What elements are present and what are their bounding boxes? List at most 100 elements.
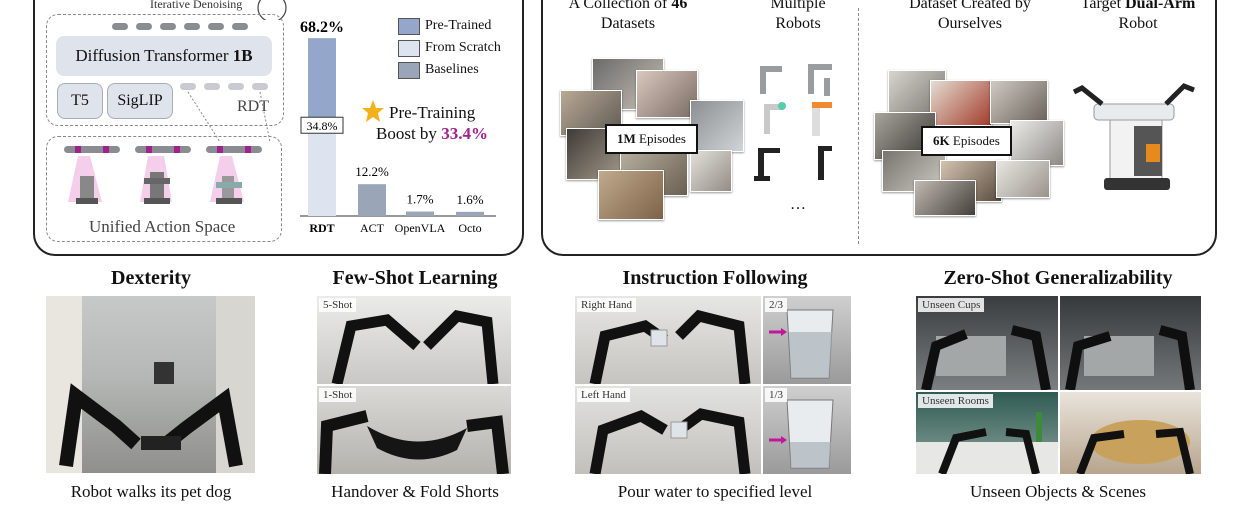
- robot-arm-icons: [68, 156, 244, 204]
- boost-prefix: Boost by: [376, 124, 442, 143]
- episodes-6k-count: 6K: [933, 133, 950, 148]
- token: [180, 83, 196, 90]
- unseen-cups-photo-2: [1060, 296, 1201, 390]
- multiple-line1: Multiple: [770, 0, 826, 12]
- legend-swatch-scratch: [398, 40, 420, 57]
- left-hand-photo: Left Hand: [575, 386, 761, 474]
- connector-lines: [187, 91, 271, 143]
- token: [208, 23, 224, 30]
- star-icon: [362, 100, 384, 122]
- label-box-rdt-scratch: [300, 116, 344, 134]
- episodes-6k-badge: 6K Episodes: [921, 126, 1012, 156]
- loop-arrow-icon: [257, 0, 287, 20]
- one-shot-tag: 1-Shot: [319, 388, 357, 402]
- created-line2: Ourselves: [938, 15, 1002, 32]
- created-heading: Dataset Created by Ourselves: [885, 0, 1055, 34]
- category-rdt: RDT: [309, 221, 334, 235]
- t5-encoder: T5: [57, 83, 103, 119]
- legend-pretrained: Pre-Trained: [425, 18, 492, 33]
- episodes-6k-label: Episodes: [949, 133, 1000, 148]
- unseen-cups-photo-1: Unseen Cups: [916, 296, 1058, 390]
- dexterity-caption: Robot walks its pet dog: [70, 482, 232, 501]
- level-1-3-photo: 1/3: [763, 386, 851, 474]
- legend-scratch: From Scratch: [425, 40, 501, 55]
- rdt-label: RDT: [237, 98, 269, 115]
- zero-shot-title: Zero-Shot Generalizability: [943, 267, 1173, 289]
- target-prefix: Target: [1080, 0, 1126, 12]
- multiple-robots-heading: Multiple Robots: [748, 0, 848, 34]
- label-openvla: 1.7%: [406, 192, 433, 207]
- right-hand-tag: Right Hand: [577, 298, 637, 312]
- bar-octo: [456, 211, 484, 216]
- unseen-cups-tag: Unseen Cups: [918, 298, 985, 312]
- legend-swatch-pretrained: [398, 18, 420, 35]
- legend-baselines: Baselines: [425, 62, 479, 77]
- category-openvla: OpenVLA: [395, 221, 446, 235]
- category-act: ACT: [360, 221, 385, 235]
- bar-rdt-pretrained: [308, 38, 336, 126]
- zero-shot-caption: Unseen Objects & Scenes: [969, 482, 1147, 501]
- collection-heading: A Collection of 46 Datasets: [548, 0, 708, 34]
- token: [252, 83, 268, 90]
- episodes-1m-count: 1M: [617, 131, 636, 146]
- diffusion-transformer-block: Diffusion Transformer 1B: [56, 36, 272, 76]
- instruction-caption: Pour water to specified level: [617, 482, 813, 501]
- target-bold: Dual-Arm: [1125, 0, 1196, 12]
- five-shot-tag: 5-Shot: [319, 298, 357, 312]
- transformer-size: 1B: [232, 46, 253, 65]
- one-third-tag: 1/3: [765, 388, 788, 402]
- transformer-label: Diffusion Transformer: [75, 46, 233, 65]
- episodes-1m-label: Episodes: [635, 131, 686, 146]
- boost-line2: Boost by 33.4%: [376, 124, 488, 144]
- unseen-rooms-photo-2: [1060, 392, 1201, 474]
- datasets-panel: [541, 0, 1217, 256]
- token: [228, 83, 244, 90]
- bar-openvla: [406, 211, 434, 216]
- collection-prefix: A Collection of: [568, 0, 672, 12]
- token: [184, 23, 200, 30]
- target-line2: Robot: [1118, 15, 1158, 32]
- bar-rdt-scratch: [308, 125, 336, 216]
- few-shot-photo-1: 1-Shot: [317, 386, 511, 474]
- label-act: 12.2%: [355, 164, 389, 179]
- left-hand-tag: Left Hand: [577, 388, 630, 402]
- dexterity-title: Dexterity: [111, 267, 191, 289]
- boost-value: 33.4%: [441, 124, 488, 143]
- action-tokens: [135, 146, 191, 153]
- few-shot-title: Few-Shot Learning: [332, 267, 498, 289]
- label-octo: 1.6%: [456, 192, 483, 207]
- token: [136, 23, 152, 30]
- dual-arm-robot-image: [1072, 83, 1195, 190]
- iterative-denoising-label: Iterative Denoising: [150, 0, 243, 11]
- instruction-title: Instruction Following: [622, 267, 808, 289]
- bar-act: [358, 184, 386, 216]
- token: [112, 23, 128, 30]
- rdt-panel: [33, 0, 524, 256]
- unified-action-space-box: [46, 136, 282, 242]
- right-hand-photo: Right Hand: [575, 296, 761, 384]
- action-tokens: [206, 146, 262, 153]
- dexterity-photo: [46, 296, 255, 473]
- siglip-encoder: SigLIP: [107, 83, 173, 119]
- token: [232, 23, 248, 30]
- action-tokens: [64, 146, 120, 153]
- collection-count: 46: [671, 0, 688, 12]
- legend-swatch-baselines: [398, 62, 420, 79]
- more-robots-ellipsis: …: [790, 196, 806, 213]
- target-heading: Target Dual-Arm Robot: [1068, 0, 1208, 34]
- few-shot-caption: Handover & Fold Shorts: [331, 482, 499, 501]
- token: [204, 83, 220, 90]
- token: [160, 23, 176, 30]
- dashed-divider: [858, 8, 859, 244]
- boost-line1: Pre-Training: [389, 103, 476, 122]
- label-rdt-scratch: 34.8%: [307, 119, 338, 133]
- multiple-line2: Robots: [775, 15, 821, 32]
- collection-line2: Datasets: [600, 15, 656, 32]
- label-rdt-pretrained: 68.2%: [300, 19, 344, 36]
- unseen-rooms-photo-1: Unseen Rooms: [916, 392, 1058, 474]
- level-2-3-photo: 2/3: [763, 296, 851, 384]
- few-shot-photo-5: 5-Shot: [317, 296, 511, 384]
- created-line1: Dataset Created by: [909, 0, 1031, 12]
- unified-action-space-label: Unified Action Space: [89, 217, 236, 236]
